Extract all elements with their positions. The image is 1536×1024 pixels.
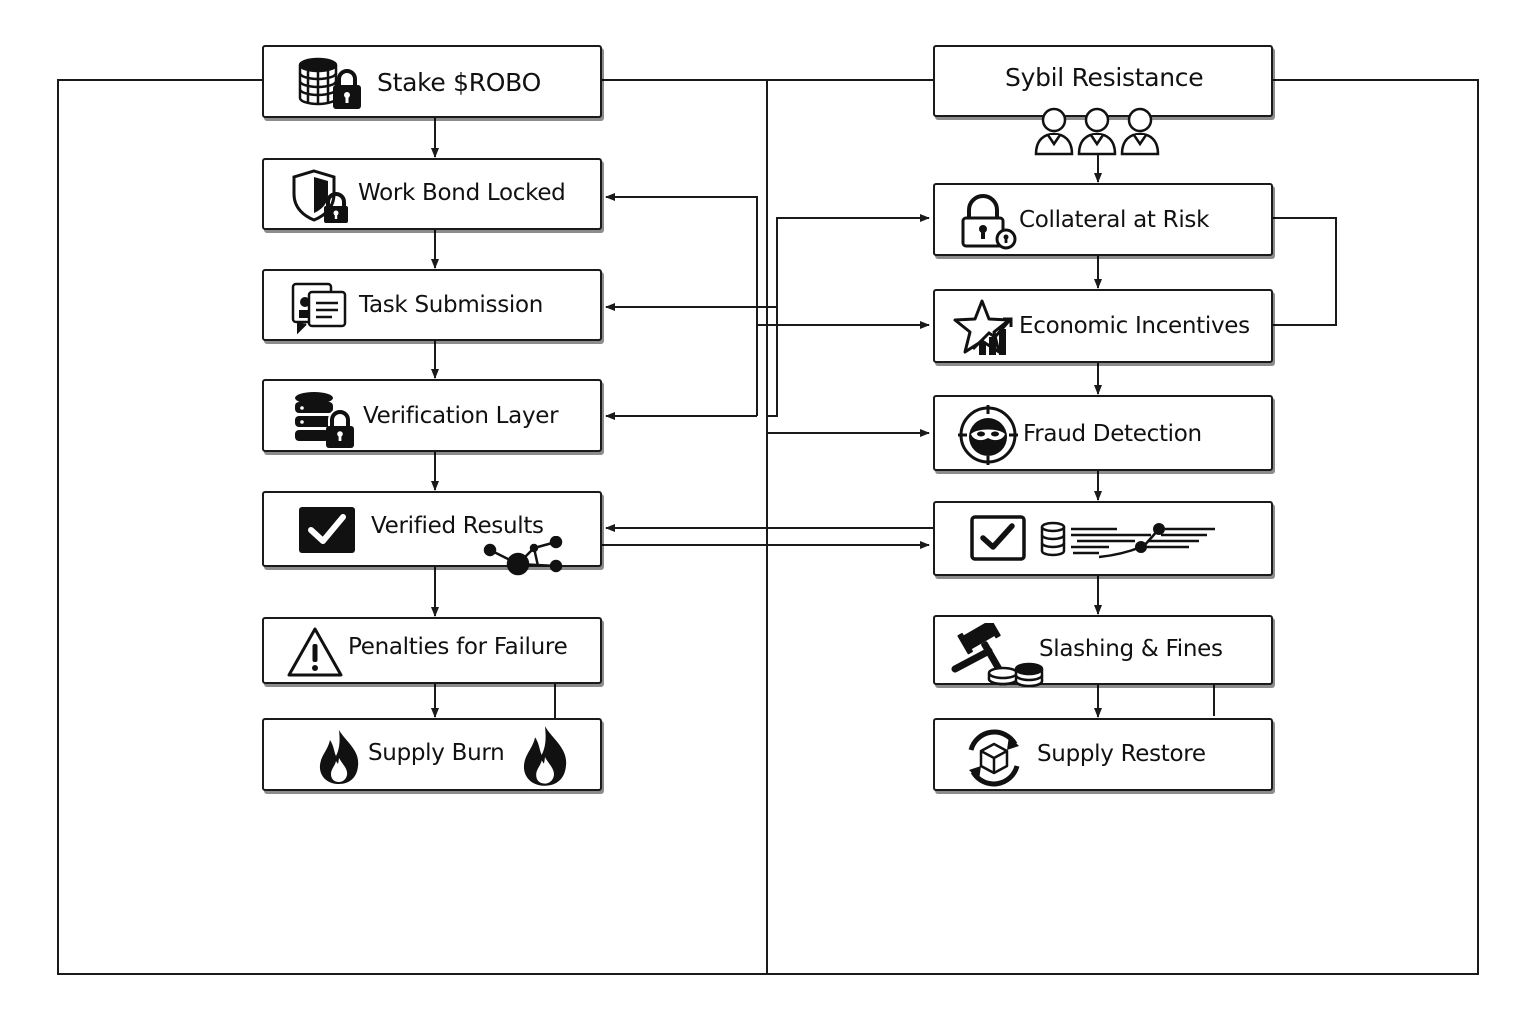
fraud-detection-node[interactable]: Fraud Detection bbox=[933, 395, 1273, 471]
bus-to-collateral bbox=[767, 214, 930, 417]
verification-layer-label: Verification Layer bbox=[363, 403, 559, 429]
task-submission-node[interactable]: Task Submission bbox=[262, 269, 602, 341]
database-lock-icon bbox=[295, 392, 354, 448]
database-line-icon bbox=[1040, 521, 1215, 559]
gavel-coins-icon bbox=[951, 623, 1044, 687]
economic-incentives-label: Economic Incentives bbox=[1019, 313, 1250, 339]
network-graph-icon bbox=[483, 536, 563, 576]
supply-burn-label: Supply Burn bbox=[368, 740, 505, 766]
economic-incentives-node[interactable]: Economic Incentives bbox=[933, 289, 1273, 363]
stake-robo-label: Stake $ROBO bbox=[377, 68, 541, 97]
supply-restore-node[interactable]: Supply Restore bbox=[933, 718, 1273, 791]
slashing-fines-label: Slashing & Fines bbox=[1039, 636, 1223, 662]
bus-to-work-bond bbox=[605, 193, 758, 416]
verified-results-label: Verified Results bbox=[371, 513, 544, 539]
penalties-for-failure-label: Penalties for Failure bbox=[348, 634, 568, 660]
verification-layer-node[interactable]: Verification Layer bbox=[262, 379, 602, 452]
shield-lock-icon bbox=[292, 169, 348, 223]
three-users-icon bbox=[1034, 107, 1160, 156]
sybil-resistance-node[interactable]: Sybil Resistance bbox=[933, 45, 1273, 117]
outer-frame-left bbox=[57, 79, 768, 975]
task-submission-label: Task Submission bbox=[359, 292, 544, 318]
verification-ledger-node[interactable] bbox=[933, 501, 1273, 576]
stake-robo-node[interactable]: Stake $ROBO bbox=[262, 45, 602, 118]
padlock-icon bbox=[961, 194, 1017, 250]
warning-triangle-icon bbox=[287, 627, 343, 677]
supply-restore-label: Supply Restore bbox=[1037, 741, 1206, 767]
cube-cycle-icon bbox=[968, 729, 1020, 787]
collateral-at-risk-node[interactable]: Collateral at Risk bbox=[933, 183, 1273, 256]
checkbox-icon bbox=[299, 507, 355, 553]
penalties-for-failure-node[interactable]: Penalties for Failure bbox=[262, 617, 602, 684]
flame-icon bbox=[319, 730, 359, 784]
work-bond-locked-label: Work Bond Locked bbox=[358, 180, 566, 206]
work-bond-locked-node[interactable]: Work Bond Locked bbox=[262, 158, 602, 230]
collateral-at-risk-label: Collateral at Risk bbox=[1019, 207, 1210, 233]
flame-icon bbox=[523, 726, 567, 786]
masked-target-icon bbox=[958, 405, 1018, 465]
coin-stack-lock-icon bbox=[298, 57, 361, 109]
collateral-incentives-loop bbox=[1273, 217, 1337, 326]
supply-burn-node[interactable]: Supply Burn bbox=[262, 718, 602, 791]
checkbox-outline-icon bbox=[970, 515, 1026, 561]
sybil-resistance-label: Sybil Resistance bbox=[1005, 63, 1204, 92]
slashing-fines-node[interactable]: Slashing & Fines bbox=[933, 615, 1273, 687]
outer-frame-right bbox=[767, 79, 1479, 975]
star-growth-icon bbox=[953, 299, 1013, 355]
document-card-icon bbox=[291, 282, 347, 335]
verified-results-node[interactable]: Verified Results bbox=[262, 491, 602, 576]
fraud-detection-label: Fraud Detection bbox=[1023, 421, 1202, 447]
